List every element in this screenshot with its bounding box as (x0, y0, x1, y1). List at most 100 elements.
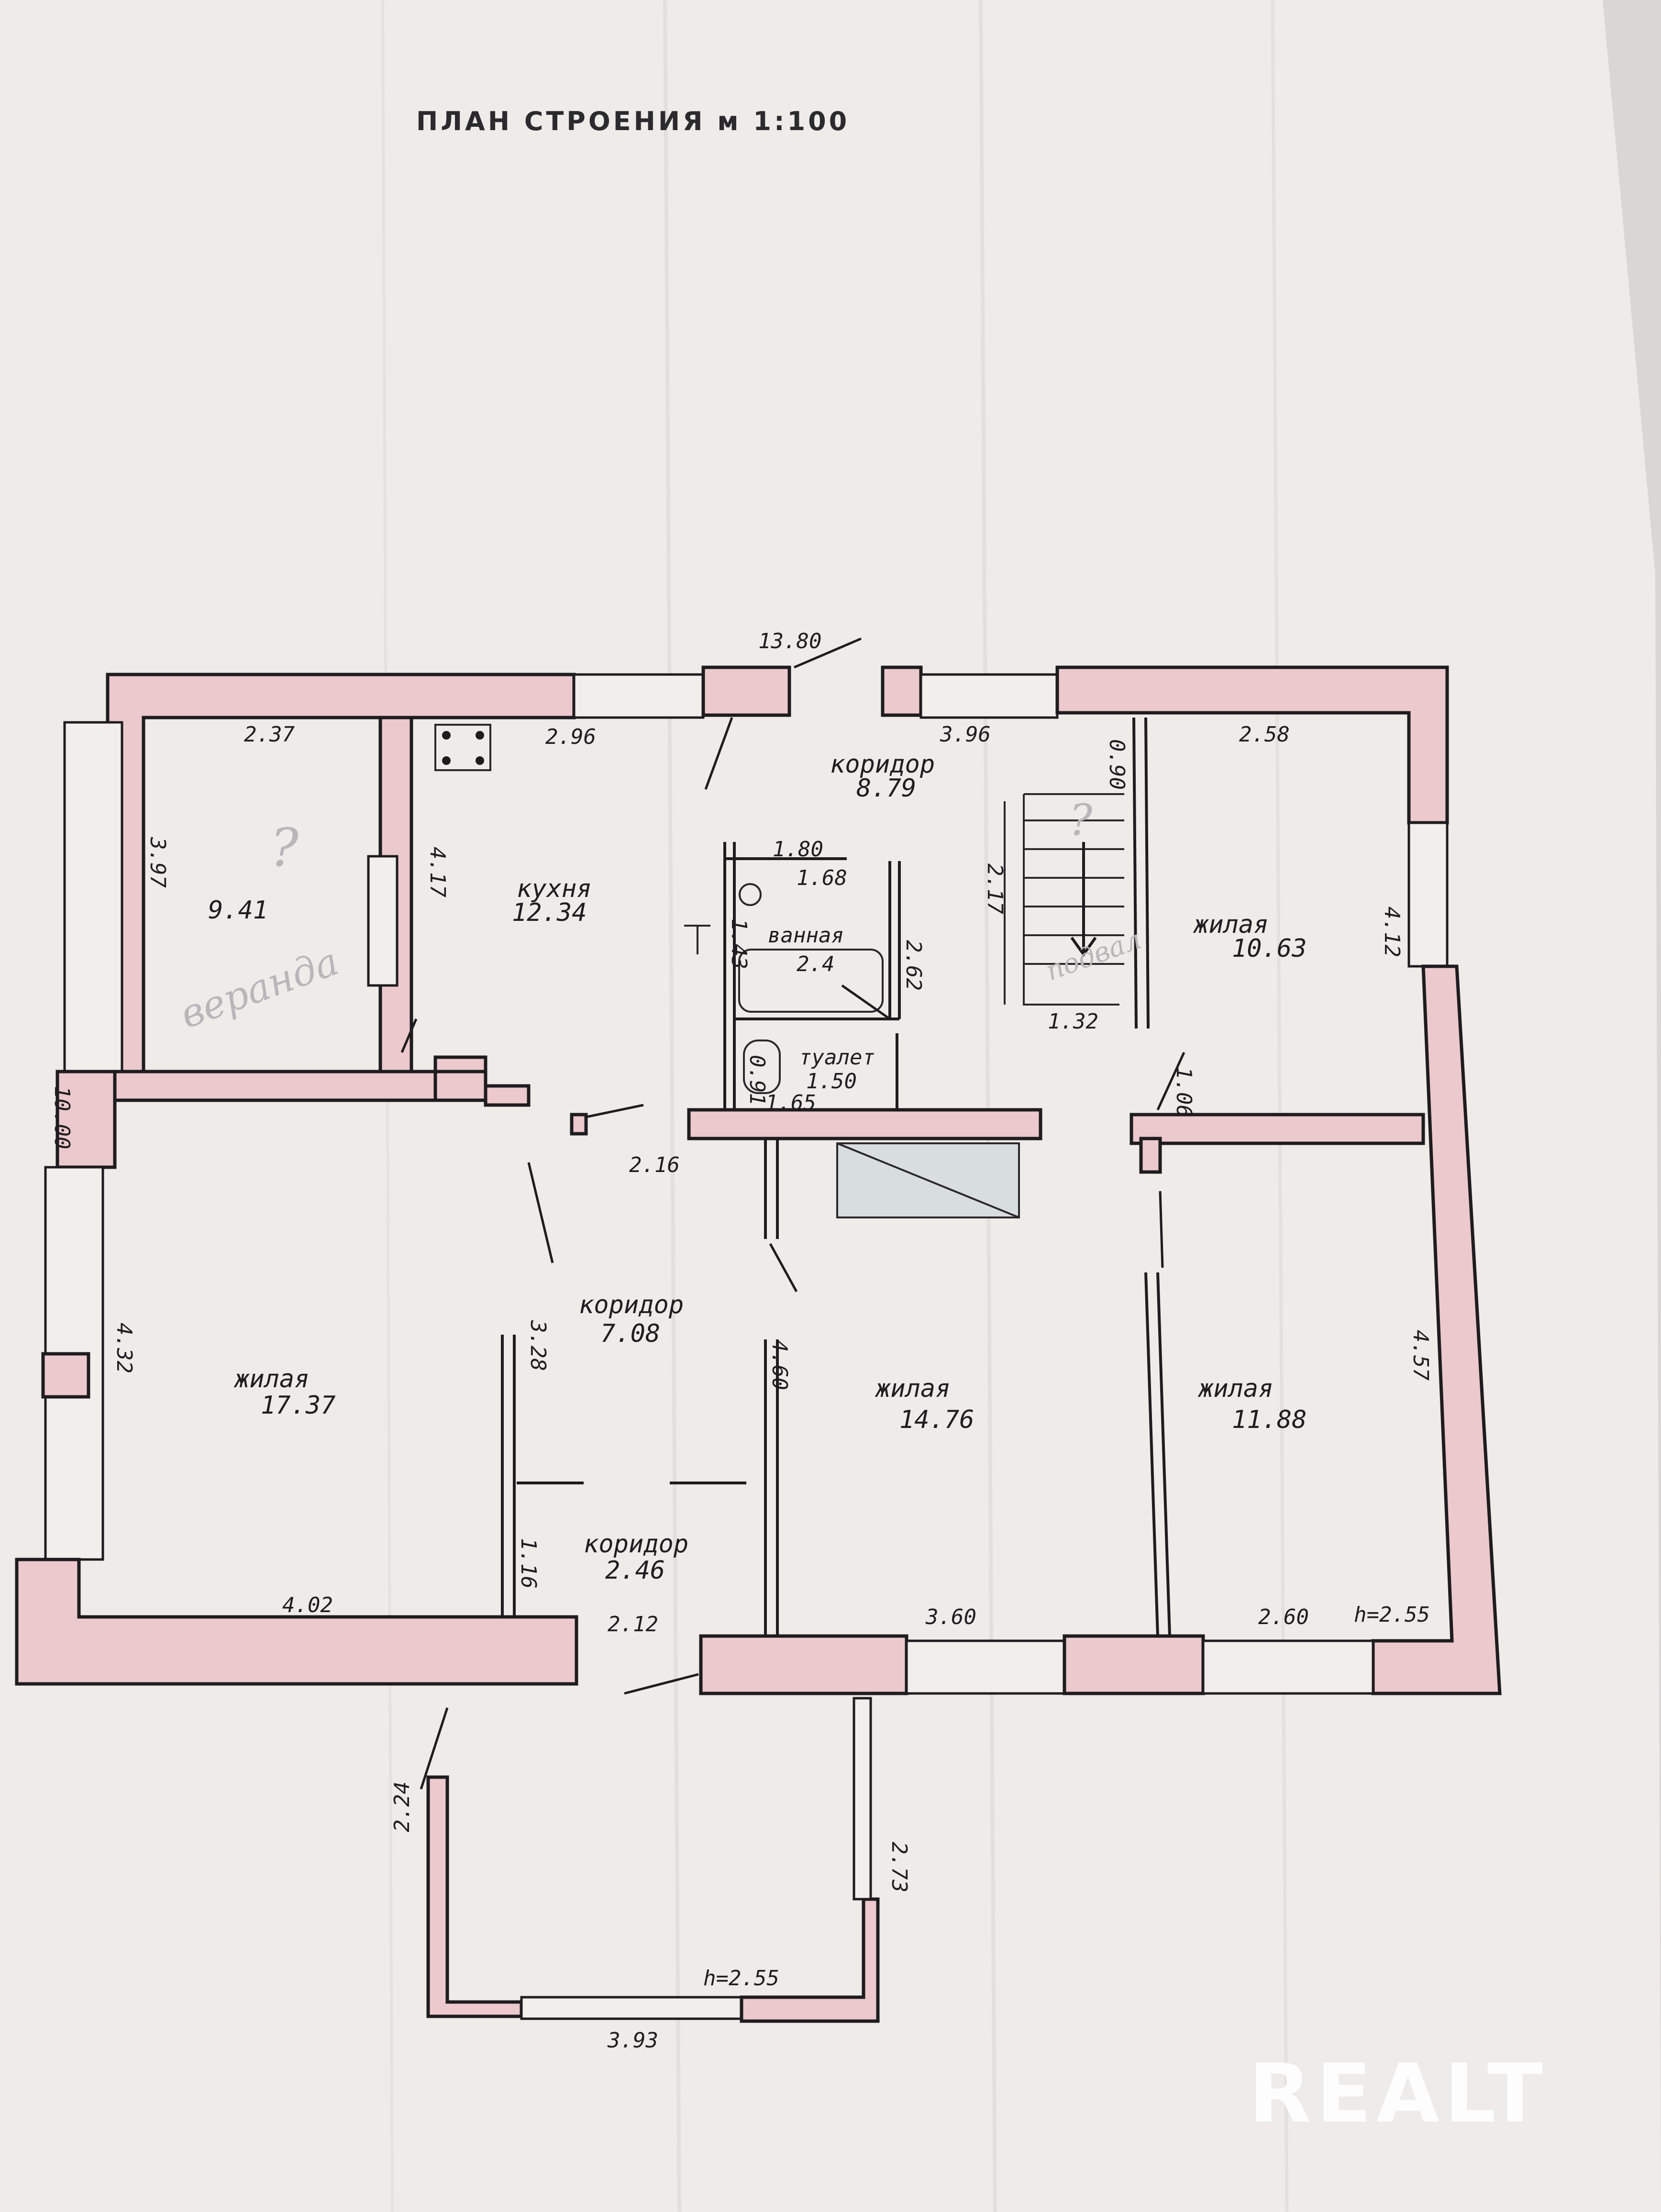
handwritten-note: ? (1069, 795, 1093, 845)
room-area-bath: 2.4 (797, 952, 834, 976)
room-area-living-ne: 10.63 (1232, 934, 1307, 963)
door-entrance-north (704, 717, 733, 790)
toilet-fixture (743, 1040, 781, 1094)
dim-w-w: 4.02 (282, 1593, 333, 1617)
room-area-living-w: 17.37 (261, 1391, 336, 1420)
interior-wall-stair-2 (1144, 717, 1150, 1029)
dim-bath-w: 1.80 (773, 837, 823, 862)
room-name-living-ne: жилая (1193, 910, 1269, 939)
dim-overall: 13.80 (758, 629, 821, 653)
dim-veranda-h: 3.97 (145, 837, 170, 888)
room-area-corridor-mid: 7.08 (600, 1319, 660, 1348)
stair-arrow-head-icon (1070, 937, 1097, 957)
door-living-c (769, 1243, 798, 1293)
door-porch-left (420, 1707, 449, 1790)
dim-stair-h: 2.17 (983, 863, 1007, 914)
window-south-2 (1202, 1639, 1374, 1695)
exterior-wall-south-west (15, 1558, 578, 1686)
paper-fold-line (1271, 0, 1289, 2212)
window-north-1 (573, 673, 705, 719)
exterior-wall-east (1371, 964, 1502, 1695)
stove-burner (476, 731, 484, 740)
interior-wall-east-mid (1129, 1113, 1425, 1145)
interior-wall-middle (113, 1055, 487, 1102)
interior-wall-bath-hall (687, 1108, 1042, 1140)
dim-stair-top: 0.90 (1105, 739, 1129, 790)
interior-wall-kitchen-stub (484, 1084, 531, 1107)
room-name-kitchen: кухня (517, 874, 592, 903)
room-name-living-c: жилая (875, 1374, 951, 1403)
porch-wall (426, 1775, 523, 2018)
dimension-leader-overall (794, 637, 862, 669)
dim-ne-w: 2.58 (1239, 722, 1290, 747)
porch-window-south (520, 1996, 743, 2020)
dim-left-total: 10.00 (50, 1086, 74, 1149)
dim-porch-w: 3.93 (607, 2028, 658, 2053)
door-hall-stub (586, 1104, 644, 1118)
dim-porch-right: 2.73 (887, 1842, 911, 1892)
dim-c-h: 4.60 (767, 1339, 792, 1390)
dim-stair-w: 1.32 (1048, 1009, 1098, 1034)
dim-corr-low-w: 2.12 (608, 1612, 658, 1637)
handwritten-note: подвал (1042, 924, 1146, 987)
dim-porch-left: 2.24 (390, 1781, 414, 1832)
sink-icon (739, 883, 762, 906)
dim-door-106: 1.06 (1172, 1067, 1196, 1117)
interior-wall-kitchen-stub-2 (570, 1113, 588, 1136)
dim-ne-h: 4.12 (1380, 907, 1404, 957)
dim-toilet-w: 1.65 (765, 1091, 816, 1115)
window-south-1 (905, 1639, 1066, 1695)
dim-hall-w: 2.16 (629, 1153, 680, 1177)
dim-bath-h2: 2.62 (901, 940, 926, 991)
wall-pier-north-2 (881, 665, 923, 717)
door-porch (624, 1673, 699, 1695)
bathtub (738, 949, 884, 1013)
door-hall-left (527, 1162, 554, 1263)
bath-wall (723, 842, 736, 1110)
bath-wall-right (888, 861, 901, 1019)
door-living-ne (1156, 1051, 1185, 1111)
interior-wall-east-stub (1139, 1137, 1162, 1174)
dim-veranda-w: 2.37 (244, 722, 295, 747)
paper-fold-line (979, 0, 997, 2212)
room-area-corridor-low: 2.46 (605, 1556, 665, 1585)
hatch-diagonal (837, 1142, 1019, 1218)
paper-fold-line (381, 0, 394, 2212)
dim-corr-h: 3.28 (526, 1320, 550, 1371)
staircase (1004, 793, 1124, 1006)
room-name-corridor-mid: коридор (579, 1291, 684, 1319)
dim-corr-low-h: 1.16 (516, 1538, 541, 1589)
interior-wall-stair (1132, 717, 1138, 1029)
dim-porch-height: h=2.55 (703, 1966, 779, 1991)
porch-wall-right (740, 1897, 880, 2023)
handwritten-note: ? (270, 817, 299, 878)
wall-pier-west (55, 1070, 117, 1169)
stove-icon (434, 724, 491, 771)
dim-bath-h1: 1.43 (727, 918, 751, 969)
porch-window-east (853, 1697, 872, 1901)
dim-height: h=2.55 (1354, 1603, 1430, 1627)
room-name-corridor-low: коридор (584, 1530, 688, 1559)
room-name-living-w: жилая (233, 1365, 310, 1394)
dim-kitchen-h: 4.17 (425, 847, 450, 897)
dim-corridor-w: 3.96 (940, 722, 991, 747)
room-name-corridor-top: коридор (830, 750, 935, 779)
room-area-living-c: 14.76 (899, 1405, 974, 1434)
window-east-1 (1407, 821, 1449, 968)
watermark-logo: REALT (1249, 2046, 1548, 2141)
wall-pier-west-2 (41, 1352, 90, 1399)
room-area-corridor-top: 8.79 (856, 774, 916, 803)
exterior-wall-north-west (106, 673, 576, 1073)
dim-bath-inner: 1.68 (797, 866, 847, 890)
dim-e-h: 4.57 (1408, 1330, 1433, 1381)
room-name-living-e: жилая (1197, 1374, 1273, 1403)
room-area-kitchen: 12.34 (512, 898, 587, 927)
interior-wall-east-rooms-2 (1156, 1272, 1171, 1637)
bath-door (841, 984, 891, 1020)
door-living-e (1159, 1191, 1164, 1268)
dim-e-w: 2.60 (1258, 1605, 1309, 1629)
window-veranda-kitchen (367, 855, 399, 987)
window-north-2 (919, 673, 1059, 719)
dim-toilet-d: 0.91 (745, 1055, 769, 1106)
room-area-veranda: 9.41 (208, 896, 268, 925)
